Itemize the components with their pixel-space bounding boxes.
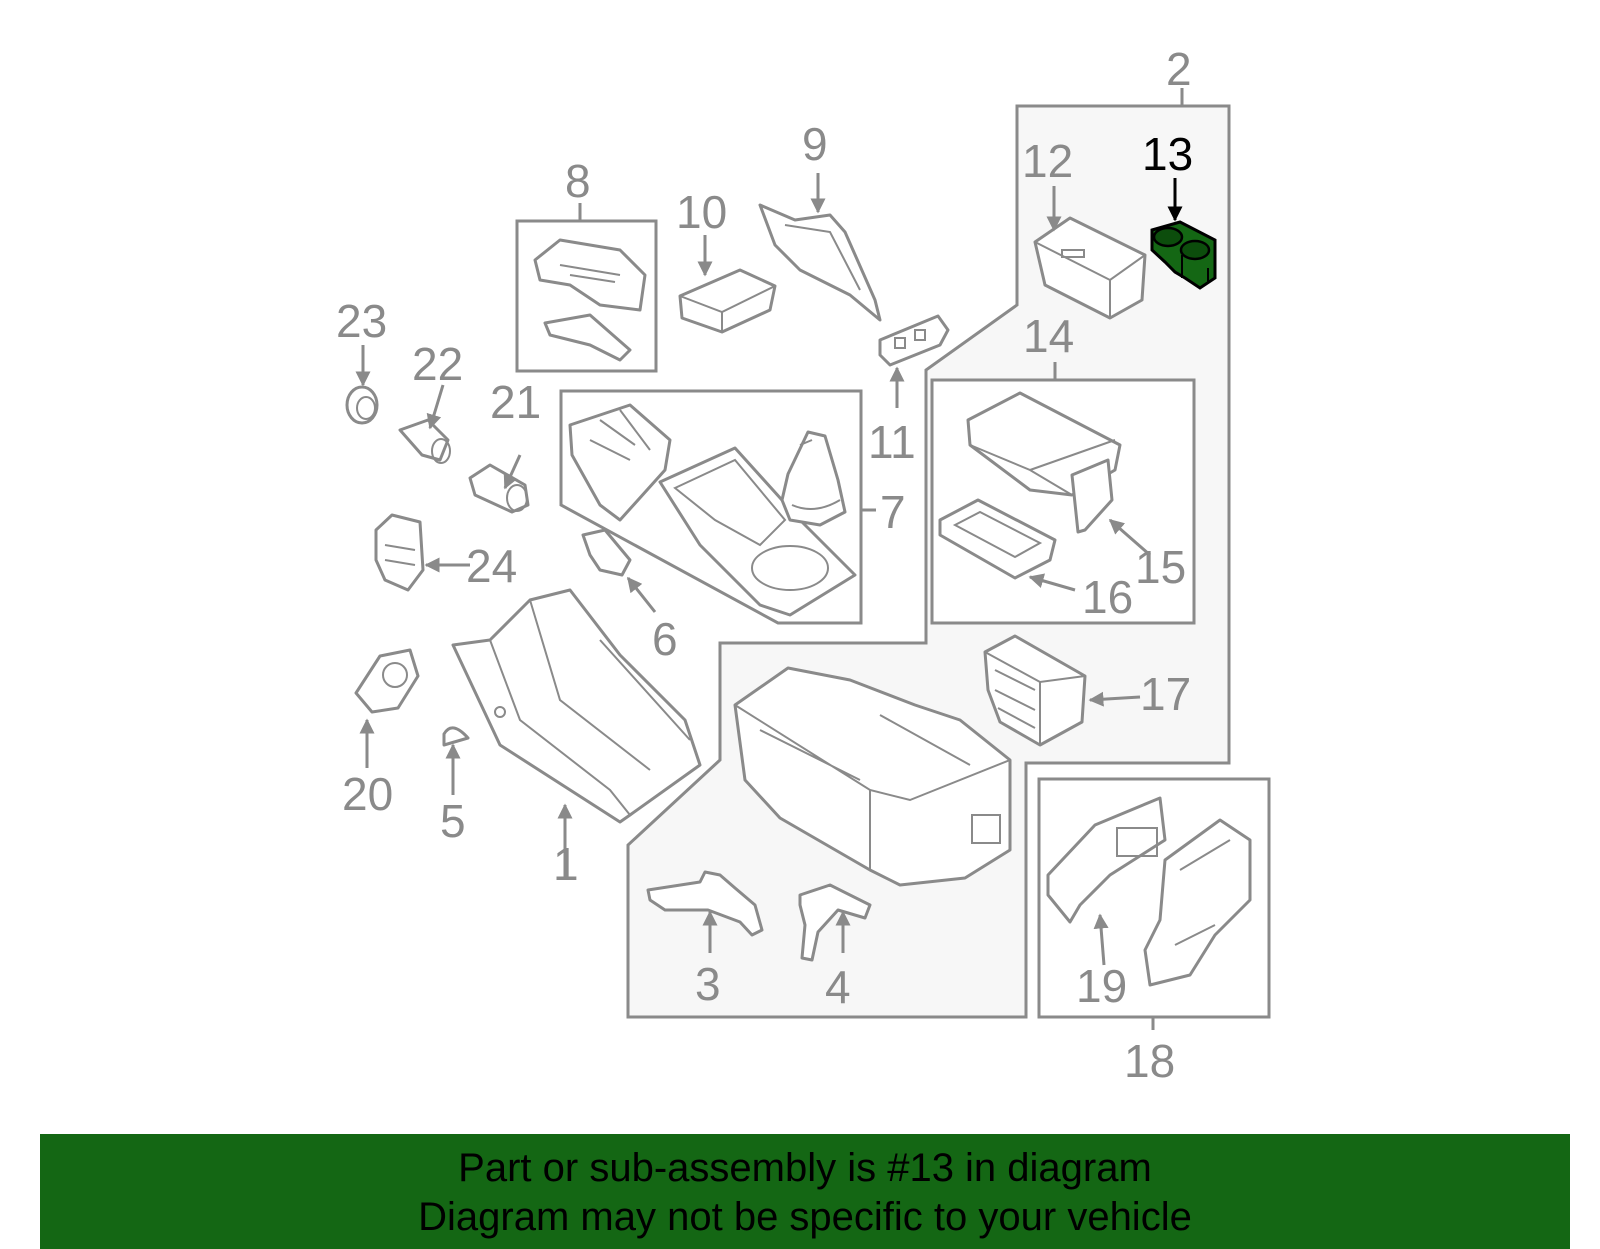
- part-17-bin[interactable]: [983, 634, 1087, 747]
- callout-6[interactable]: 6: [652, 613, 678, 665]
- part-12-lid[interactable]: [1033, 216, 1147, 320]
- console-body[interactable]: [733, 666, 1012, 887]
- part-13-cup-holder[interactable]: [1150, 220, 1217, 290]
- part-23-grommet[interactable]: [345, 385, 379, 425]
- part-5-clip[interactable]: [442, 726, 470, 747]
- part-20-switch[interactable]: [354, 648, 420, 714]
- callout-12[interactable]: 12: [1022, 135, 1073, 187]
- part-3-bracket[interactable]: [646, 870, 764, 937]
- part-16-tray[interactable]: [938, 498, 1057, 580]
- part-9-trim-panel[interactable]: [758, 203, 882, 322]
- callout-10[interactable]: 10: [676, 186, 727, 238]
- part-6-clip[interactable]: [581, 528, 632, 577]
- callout-17[interactable]: 17: [1140, 668, 1191, 720]
- callout-11[interactable]: 11: [868, 416, 916, 468]
- callout-7[interactable]: 7: [880, 486, 906, 538]
- callout-16[interactable]: 16: [1082, 571, 1133, 623]
- part-11-switch-panel[interactable]: [878, 314, 950, 367]
- part-22-connector[interactable]: [398, 418, 451, 464]
- part-10-bin[interactable]: [678, 268, 777, 334]
- part-4-bracket[interactable]: [798, 883, 872, 962]
- part-1-console-panel[interactable]: [451, 588, 702, 824]
- callout-18[interactable]: 18: [1124, 1035, 1175, 1087]
- part-24-switch[interactable]: [374, 513, 425, 592]
- part-21-socket[interactable]: [468, 463, 530, 514]
- callout-5[interactable]: 5: [440, 795, 466, 847]
- callout-24[interactable]: 24: [466, 540, 517, 592]
- callout-20[interactable]: 20: [342, 768, 393, 820]
- callout-2[interactable]: 2: [1166, 43, 1192, 95]
- callout-1[interactable]: 1: [553, 838, 579, 890]
- info-banner: Part or sub-assembly is #13 in diagram D…: [40, 1134, 1570, 1249]
- callout-21[interactable]: 21: [490, 376, 541, 428]
- callout-14[interactable]: 14: [1023, 310, 1074, 362]
- banner-line-1: Part or sub-assembly is #13 in diagram: [458, 1146, 1152, 1190]
- callout-19[interactable]: 19: [1076, 960, 1127, 1012]
- callout-3[interactable]: 3: [695, 958, 721, 1010]
- callout-13[interactable]: 13: [1142, 128, 1193, 180]
- callout-labels: 1 2 3 4 5 6 7 8 9 10 11 12 13 14 15 16 1…: [336, 43, 1193, 1087]
- part-15-hinge[interactable]: [1070, 458, 1114, 534]
- part-19-rear-vent[interactable]: [1046, 796, 1167, 924]
- part-7-finish-panel[interactable]: [568, 403, 857, 617]
- callout-9[interactable]: 9: [802, 118, 828, 170]
- callout-8[interactable]: 8: [565, 155, 591, 207]
- leader-lines: [355, 88, 1184, 1030]
- part-18-rear-panel[interactable]: [1143, 818, 1252, 987]
- callout-22[interactable]: 22: [412, 338, 463, 390]
- callout-15[interactable]: 15: [1135, 541, 1186, 593]
- callout-23[interactable]: 23: [336, 295, 387, 347]
- callout-4[interactable]: 4: [825, 961, 851, 1013]
- banner-line-2: Diagram may not be specific to your vehi…: [418, 1195, 1192, 1239]
- part-8-shift-bezel[interactable]: [533, 238, 647, 362]
